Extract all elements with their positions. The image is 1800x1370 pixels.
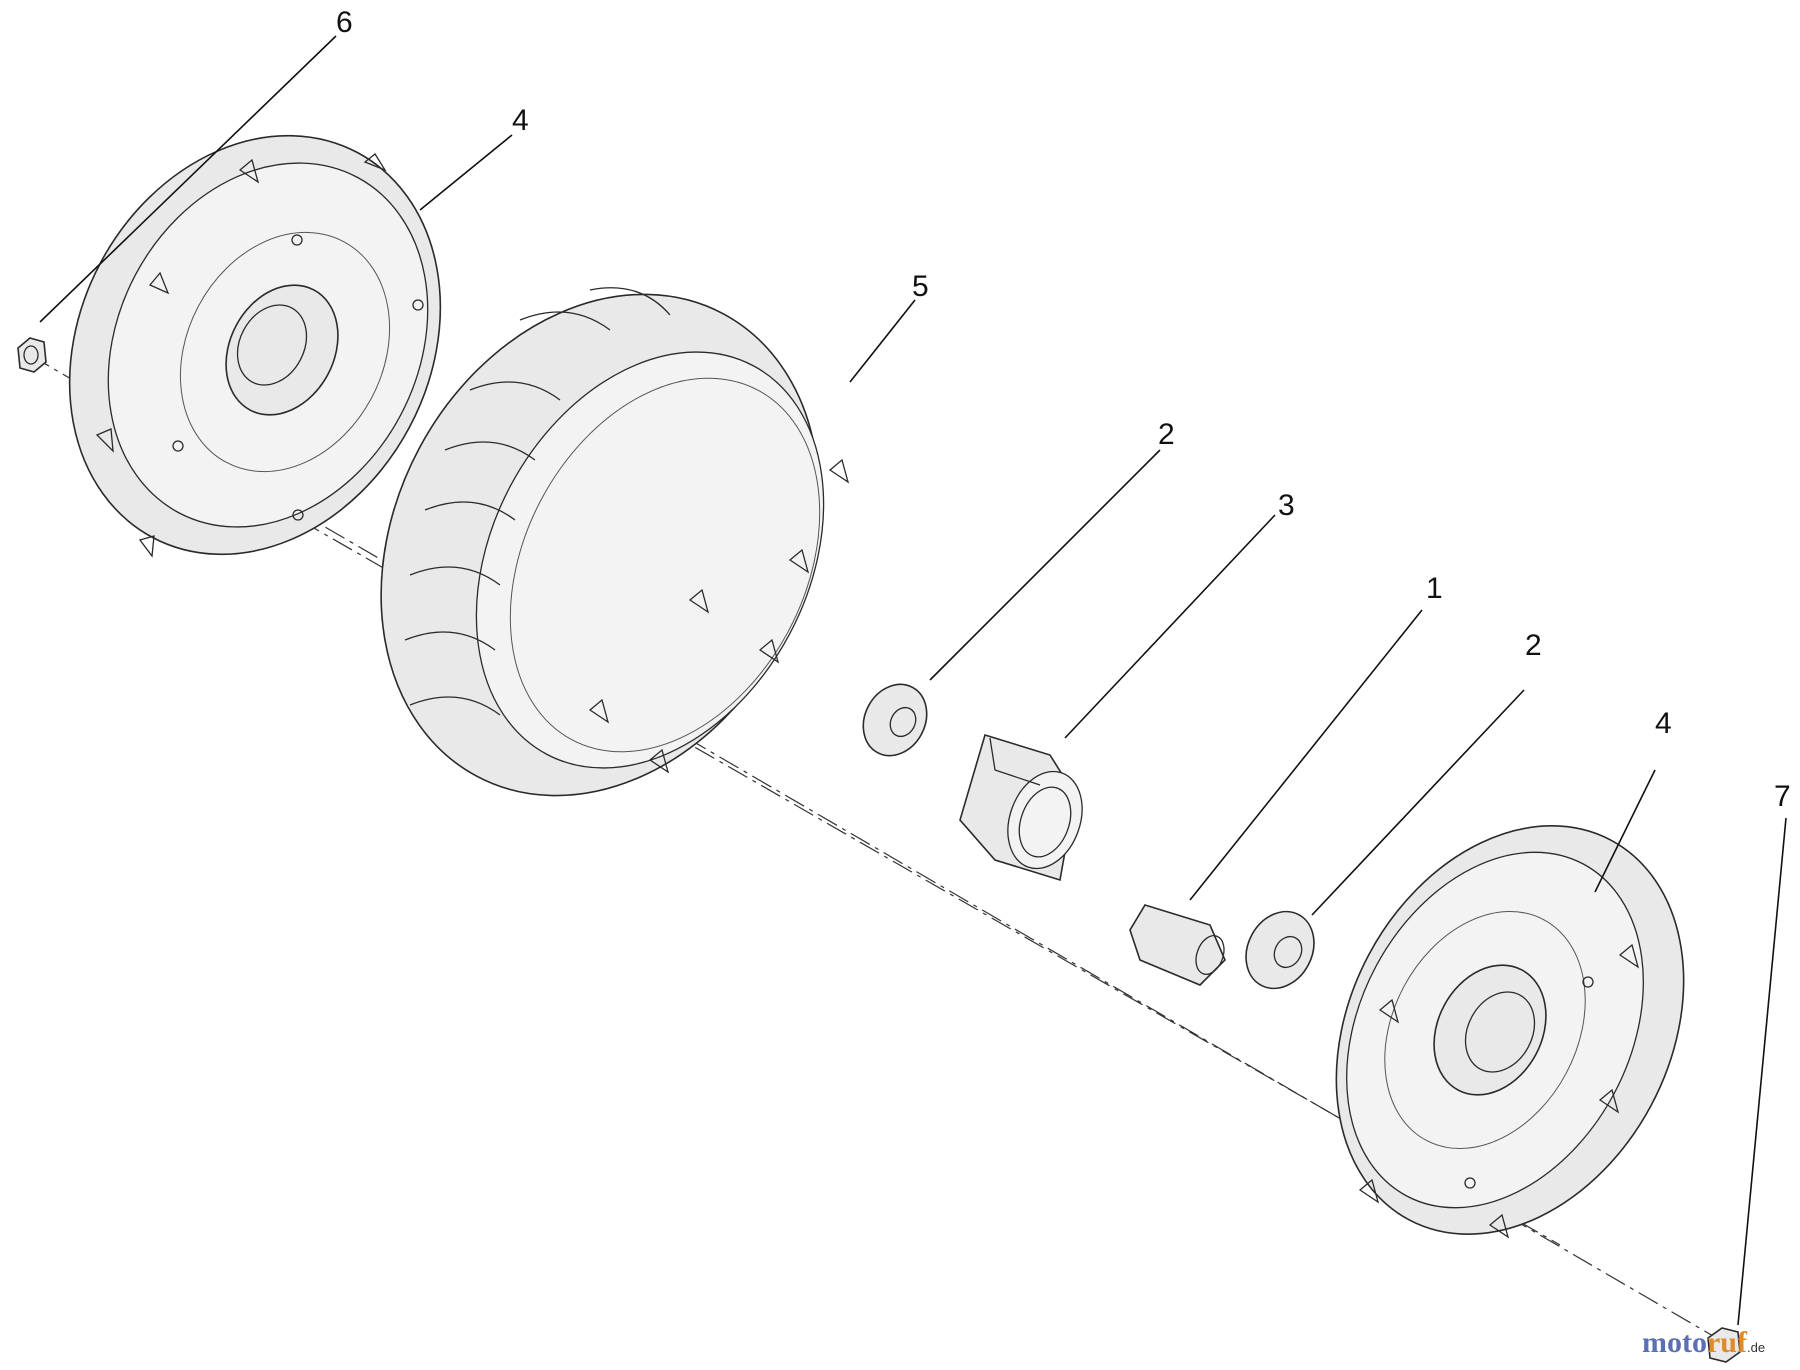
callout-4-upper: 4 bbox=[512, 104, 529, 137]
assembly-axis bbox=[29, 354, 1721, 1341]
callout-2-lower: 2 bbox=[1525, 629, 1542, 662]
part-2-washer-lower bbox=[1245, 910, 1315, 990]
part-7-nut bbox=[1707, 1327, 1741, 1363]
part-4-hub-cap-right bbox=[1335, 825, 1685, 1239]
leader-lines bbox=[39, 35, 1787, 1326]
svg-text:motoruf.de: motoruf.de bbox=[1642, 1326, 1765, 1359]
callout-7: 7 bbox=[1774, 780, 1791, 813]
callout-5: 5 bbox=[912, 270, 929, 303]
callout-2-upper: 2 bbox=[1158, 418, 1175, 451]
callout-6: 6 bbox=[336, 6, 353, 39]
part-3-bushing bbox=[959, 733, 1083, 882]
callout-3: 3 bbox=[1278, 489, 1295, 522]
part-5-tire bbox=[380, 287, 850, 797]
callout-1: 1 bbox=[1426, 572, 1443, 605]
part-2-washer-upper bbox=[862, 683, 928, 757]
part-1-axle-pin bbox=[1129, 904, 1226, 986]
callout-4-lower: 4 bbox=[1655, 707, 1672, 740]
part-4-hub-cap-left bbox=[68, 134, 442, 558]
part-6-nut bbox=[17, 337, 47, 373]
watermark-logo: motoruf.de bbox=[1642, 1326, 1765, 1359]
